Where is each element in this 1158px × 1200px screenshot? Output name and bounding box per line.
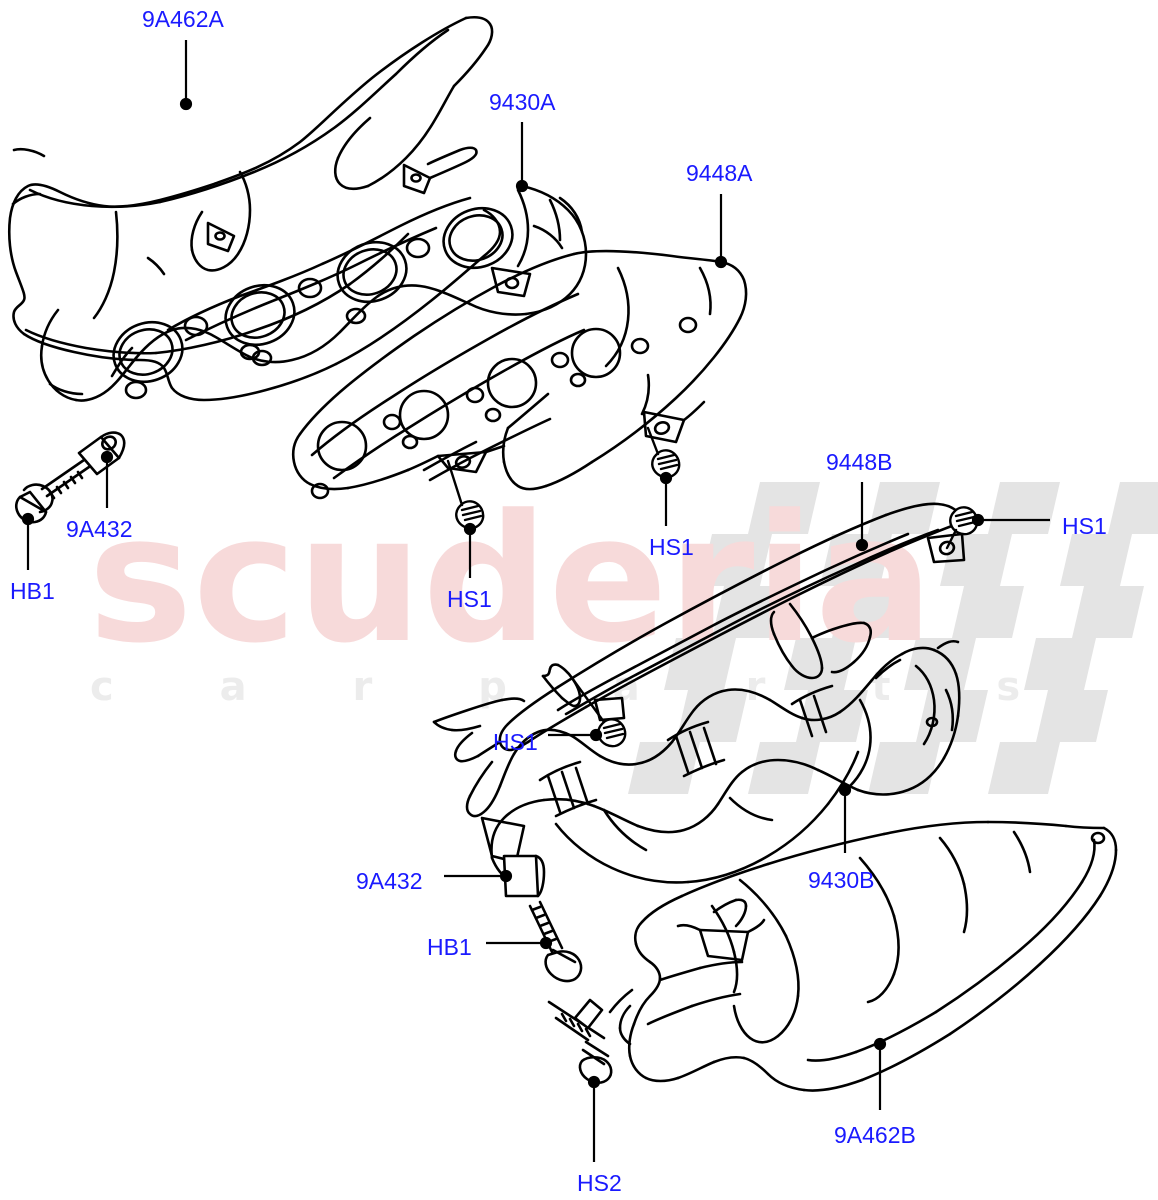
leader-line-hs1-d xyxy=(548,728,603,742)
leader-line-hs1-a xyxy=(463,522,477,578)
part-label-9448B[interactable]: 9448B xyxy=(826,449,893,475)
leader-line-hs1-c xyxy=(971,513,1050,527)
fastener-hs2-stud[interactable] xyxy=(547,998,613,1085)
part-9430B-exhaust-manifold[interactable] xyxy=(465,639,961,884)
part-9A462B-heat-shield[interactable] xyxy=(608,820,1118,1092)
leader-line-hs1-b xyxy=(659,471,673,526)
leader-lines-parts xyxy=(179,40,887,1110)
part-label-HS1-d[interactable]: HS1 xyxy=(493,729,538,755)
fastener-hs1-a-nut[interactable] xyxy=(446,459,485,530)
part-9A462A-heat-shield[interactable] xyxy=(7,15,502,402)
part-label-9A432-right[interactable]: 9A432 xyxy=(356,868,423,894)
part-9430A-exhaust-manifold[interactable] xyxy=(39,184,588,402)
fastener-hs1-c-nut[interactable] xyxy=(945,506,979,550)
leader-lines-left xyxy=(21,450,114,570)
fastener-hb1-right-bolt[interactable] xyxy=(502,854,583,983)
part-label-9448A[interactable]: 9448A xyxy=(686,160,753,186)
fastener-hs1-b-nut[interactable] xyxy=(646,426,681,479)
part-label-9430B[interactable]: 9430B xyxy=(808,867,875,893)
part-9448B-heat-shield[interactable] xyxy=(432,502,966,763)
part-9448A-manifold-shield[interactable] xyxy=(291,249,748,500)
part-label-HS1-c[interactable]: HS1 xyxy=(1062,513,1107,539)
fastener-hb1-left-bolt[interactable] xyxy=(14,431,126,524)
part-label-9A462B[interactable]: 9A462B xyxy=(834,1122,916,1148)
part-label-HS1-a[interactable]: HS1 xyxy=(447,586,492,612)
part-label-9A432-left[interactable]: 9A432 xyxy=(66,516,133,542)
part-label-9A462A[interactable]: 9A462A xyxy=(142,6,224,32)
part-label-HS1-b[interactable]: HS1 xyxy=(649,534,694,560)
leader-lines-right-bolt xyxy=(444,869,553,950)
part-label-9430A[interactable]: 9430A xyxy=(489,89,556,115)
part-label-HB1-left[interactable]: HB1 xyxy=(10,578,55,604)
leader-line-hs2 xyxy=(587,1075,601,1162)
part-label-HS2[interactable]: HS2 xyxy=(577,1170,622,1196)
watermark-brand: scuderia xyxy=(88,477,934,682)
part-label-HB1-right[interactable]: HB1 xyxy=(427,934,472,960)
